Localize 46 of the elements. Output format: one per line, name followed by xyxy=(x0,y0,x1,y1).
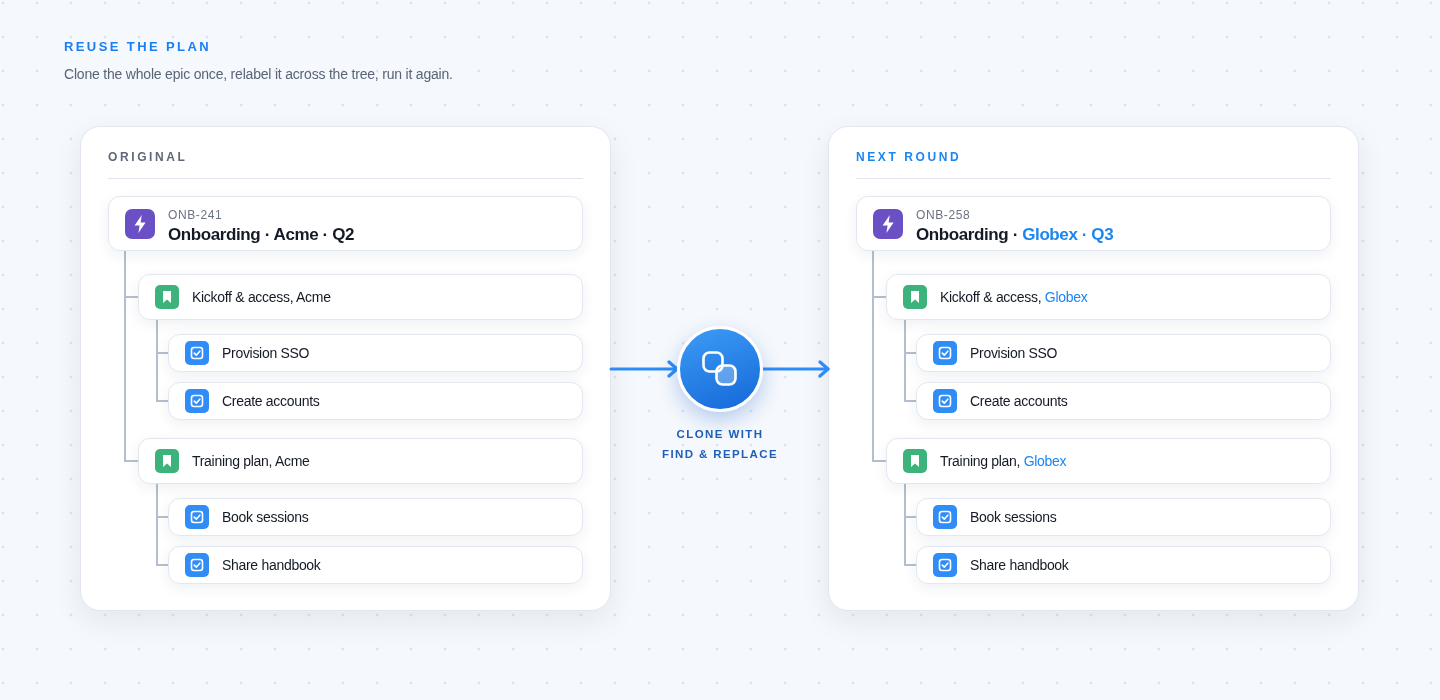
story-title: Kickoff & access, Globex xyxy=(940,288,1088,306)
issue-key: ONB-258 xyxy=(916,208,971,222)
task-title: Create accounts xyxy=(970,392,1068,410)
task-title: Create accounts xyxy=(222,392,320,410)
task-title: Book sessions xyxy=(222,508,309,526)
connector-line xyxy=(904,483,917,566)
epic-card xyxy=(856,196,1331,251)
action-circle xyxy=(677,326,763,412)
story-title: Training plan, Globex xyxy=(940,452,1067,470)
page-subtitle: Clone the whole epic once, relabel it across the tree, run it again. xyxy=(64,65,453,83)
task-title: Share handbook xyxy=(970,556,1069,574)
task-card xyxy=(168,546,583,584)
arrow xyxy=(761,360,830,378)
connector-line xyxy=(872,250,887,462)
section-heading: NEXT ROUND xyxy=(856,150,962,164)
panel-card xyxy=(828,126,1359,611)
arrow xyxy=(609,360,679,378)
task-card xyxy=(916,382,1331,420)
connector-line xyxy=(124,250,139,462)
story-title: Kickoff & access, Acme xyxy=(192,288,331,306)
epic-title: Onboarding · Acme · Q2 xyxy=(168,225,355,245)
task-card xyxy=(168,382,583,420)
story-card xyxy=(138,274,583,320)
panel-card xyxy=(80,126,611,611)
task-title: Provision SSO xyxy=(222,344,310,362)
page-title: REUSE THE PLAN xyxy=(64,39,211,55)
issue-key: ONB-241 xyxy=(168,208,223,222)
story-card xyxy=(886,274,1331,320)
task-card xyxy=(916,334,1331,372)
epic-title: Onboarding · Globex · Q3 xyxy=(916,225,1114,245)
story-card xyxy=(886,438,1331,484)
story-title: Training plan, Acme xyxy=(192,452,310,470)
connector-line xyxy=(156,483,169,566)
connector-line xyxy=(904,319,917,402)
story-card xyxy=(138,438,583,484)
task-title: Share handbook xyxy=(222,556,321,574)
epic-card xyxy=(108,196,583,251)
node-caption: CLONE WITH FIND & REPLACE xyxy=(660,427,780,462)
task-card xyxy=(168,498,583,536)
task-card xyxy=(916,546,1331,584)
task-title: Book sessions xyxy=(970,508,1057,526)
connector-line xyxy=(156,319,169,402)
task-card xyxy=(168,334,583,372)
task-card xyxy=(916,498,1331,536)
section-heading: ORIGINAL xyxy=(108,150,188,164)
task-title: Provision SSO xyxy=(970,344,1058,362)
